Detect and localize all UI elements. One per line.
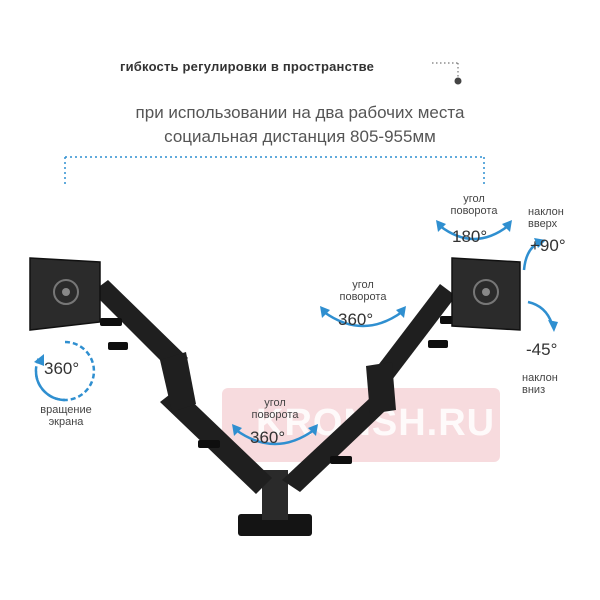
- top-rotation-degree: 180°: [452, 227, 488, 246]
- base-rotation-degree: 360°: [250, 428, 286, 447]
- screen-rotation-degree: 360°: [44, 359, 80, 378]
- tilt-up-label-2: вверх: [528, 218, 558, 230]
- top-rotation-label-2: поворота: [450, 205, 498, 217]
- tilt-down-degree: -45°: [526, 340, 558, 359]
- screen-rotation-label-1: вращение: [40, 404, 92, 416]
- screen-rotation-label-2: экрана: [48, 416, 84, 428]
- arm-rotation-label-2: поворота: [339, 291, 387, 303]
- subtitle-line-2: социальная дистанция 805-955мм: [164, 127, 436, 146]
- top-rotation-label-1: угол: [463, 193, 485, 205]
- tilt-up-arrow-icon: [522, 238, 546, 271]
- feature-title: гибкость регулировки в пространстве: [120, 59, 375, 74]
- base-rotation-arc-icon: [232, 424, 318, 446]
- top-rotation-arc-icon: [436, 220, 512, 241]
- rotation-circle-icon: [34, 340, 96, 402]
- tilt-down-label-2: вниз: [522, 384, 546, 396]
- arm-rotation-label-1: угол: [352, 279, 374, 291]
- subtitle-line-1: при использовании на два рабочих места: [135, 103, 465, 122]
- tilt-down-label-1: наклон: [522, 372, 558, 384]
- base-rotation-label-2: поворота: [251, 409, 299, 421]
- tilt-down-arrow-icon: [527, 300, 558, 332]
- arm-rotation-degree: 360°: [338, 310, 374, 329]
- tilt-up-degree: +90°: [530, 236, 566, 255]
- base-rotation-label-1: угол: [264, 397, 286, 409]
- arm-rotation-arc-icon: [320, 306, 406, 328]
- tilt-up-label-1: наклон: [528, 206, 564, 218]
- dotted-pointer-icon: [432, 62, 462, 85]
